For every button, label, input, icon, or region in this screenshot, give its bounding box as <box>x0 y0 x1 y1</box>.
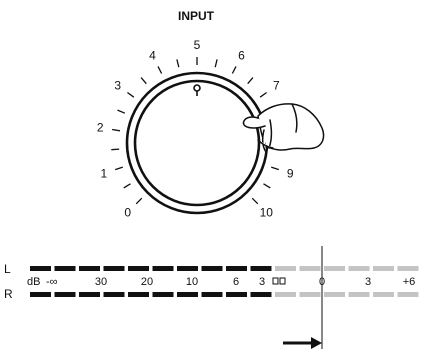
dial-number-2: 2 <box>97 121 104 135</box>
meter-segment-l <box>152 266 174 271</box>
scale-label-30: 30 <box>95 276 107 288</box>
input-title: INPUT <box>178 9 215 23</box>
meter-segment-r <box>373 292 394 297</box>
meter-segment-r <box>79 292 100 297</box>
meter-segment-l <box>299 266 321 271</box>
dial-tick <box>231 66 237 74</box>
meter-segment-l <box>348 266 370 271</box>
dial-tick <box>123 183 131 189</box>
scale-label-3: 3 <box>259 276 265 288</box>
dial-tick <box>135 197 143 205</box>
meter-segment-l <box>201 266 223 271</box>
dial-number-6: 6 <box>238 49 245 63</box>
meter-segment-l <box>226 266 247 271</box>
meter-channel-l-label: L <box>4 262 11 276</box>
dial-tick <box>117 109 126 114</box>
dial-number-1: 1 <box>100 166 107 180</box>
dial-tick <box>270 166 280 171</box>
meter-segment-r <box>177 292 198 297</box>
knob-pointer-icon <box>193 84 201 96</box>
meter-segment-r <box>250 292 272 297</box>
dial-tick <box>176 59 180 68</box>
meter-segment-r <box>103 292 125 297</box>
meter-segment-r <box>226 292 247 297</box>
scale-label-20: 20 <box>141 276 153 288</box>
dial-tick <box>127 91 135 98</box>
meter-segment-l <box>397 266 419 271</box>
meter-segment-r <box>324 292 345 297</box>
dial-tick <box>214 59 218 68</box>
dial-tick <box>251 197 259 205</box>
scale-label-plus-3: 3 <box>365 276 371 288</box>
meter-segment-r <box>128 292 149 297</box>
dial-tick <box>114 166 124 171</box>
dial-number-7: 7 <box>273 78 280 92</box>
dial-number-0: 0 <box>124 205 131 219</box>
meter-channel-r-label: R <box>4 287 13 301</box>
meter-segment-r <box>152 292 174 297</box>
dial-number-10: 10 <box>260 205 274 219</box>
dial-tick <box>263 183 271 189</box>
meter-segment-l <box>128 266 149 271</box>
meter-segment-r <box>397 292 419 297</box>
meter-segment-l <box>54 266 76 271</box>
meter-segment-l <box>250 266 272 271</box>
dial-tick <box>259 91 267 98</box>
meter-segment-l <box>275 266 296 271</box>
meter-segment-r <box>348 292 370 297</box>
meter-row-l <box>30 266 419 271</box>
clip-indicator-icon <box>272 277 286 285</box>
scale-label-6: 6 <box>233 276 239 288</box>
dial-number-9: 9 <box>287 166 294 180</box>
meter-segment-l <box>79 266 100 271</box>
meter-segment-r <box>54 292 76 297</box>
dial-number-4: 4 <box>149 49 156 63</box>
scale-label-minus-infinity: -∞ <box>46 276 58 288</box>
scale-label-db: dB <box>27 276 40 288</box>
level-meter: L R dB -∞ 30 20 10 6 3 0 3 +6 <box>4 262 419 301</box>
meter-segment-l <box>103 266 125 271</box>
knob-inner-ring <box>133 79 261 207</box>
dial-tick <box>111 128 121 132</box>
dial-number-3: 3 <box>114 78 121 92</box>
meter-segment-r <box>275 292 296 297</box>
scale-label-10: 10 <box>186 276 198 288</box>
input-knob[interactable]: 012345678910 <box>97 38 298 219</box>
dial-tick <box>140 77 147 85</box>
dial-tick <box>247 77 254 85</box>
dial-tick <box>157 66 163 74</box>
meter-segment-l <box>324 266 345 271</box>
meter-segment-r <box>201 292 223 297</box>
scale-label-plus-6: +6 <box>403 276 416 288</box>
arrow-right-icon <box>283 337 322 349</box>
meter-segment-r <box>30 292 51 297</box>
dial-tick <box>111 148 120 151</box>
dial-number-5: 5 <box>194 38 201 52</box>
meter-segment-l <box>177 266 198 271</box>
meter-row-r <box>30 292 419 297</box>
hand-turning-knob-icon <box>242 103 325 153</box>
meter-segment-r <box>299 292 321 297</box>
meter-segment-l <box>30 266 51 271</box>
meter-segment-l <box>373 266 394 271</box>
